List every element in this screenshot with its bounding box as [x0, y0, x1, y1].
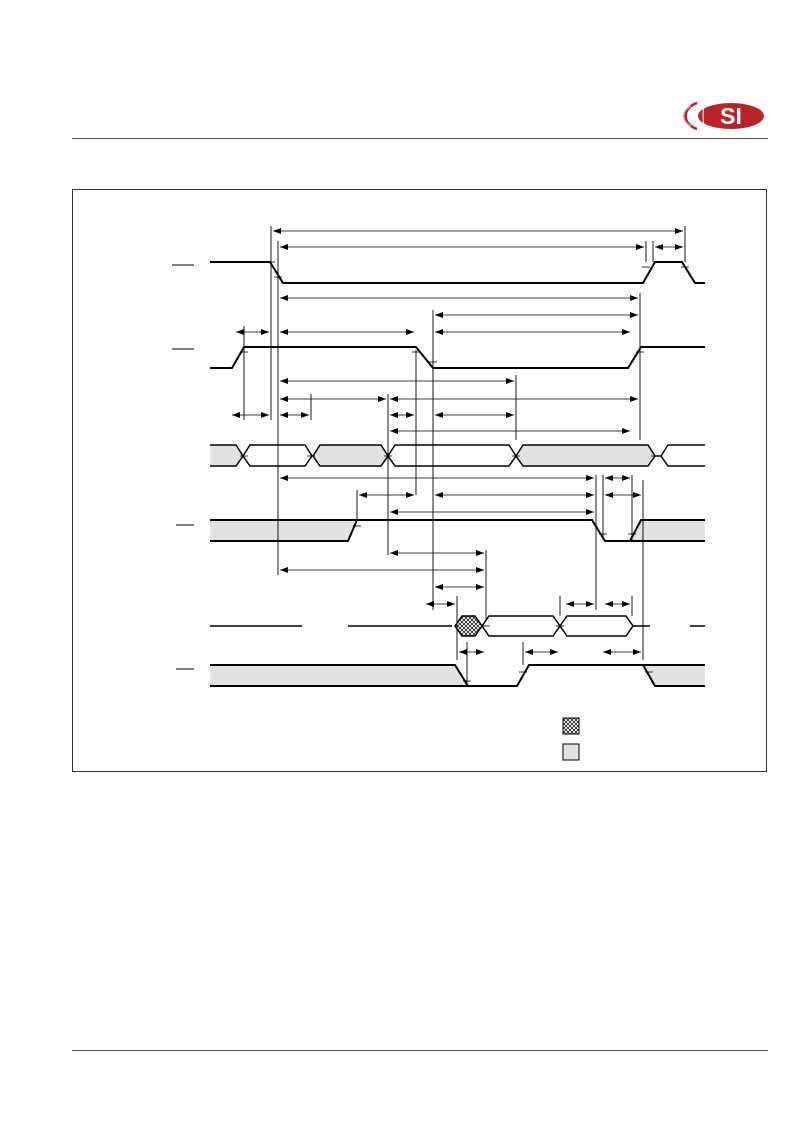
signal-6-waveform	[210, 664, 705, 687]
signal-3-bus	[210, 444, 705, 467]
edge-ticks	[240, 261, 689, 682]
figure-frame	[72, 189, 767, 772]
header-rule	[72, 138, 768, 139]
signal-5-bus	[210, 615, 705, 637]
signal-overbars	[172, 264, 194, 670]
timing-arrows	[232, 228, 683, 655]
reference-lines	[243, 226, 686, 686]
signal-2-waveform	[210, 346, 705, 369]
gray-box-icon	[562, 743, 580, 761]
footer-rule	[72, 1050, 768, 1051]
company-logo: SI	[683, 101, 764, 131]
signal-1-waveform	[210, 261, 705, 284]
logo-text: SI	[720, 103, 742, 129]
hatched-box-icon	[562, 717, 580, 735]
legend	[562, 717, 580, 761]
signal-4-waveform	[210, 519, 705, 542]
